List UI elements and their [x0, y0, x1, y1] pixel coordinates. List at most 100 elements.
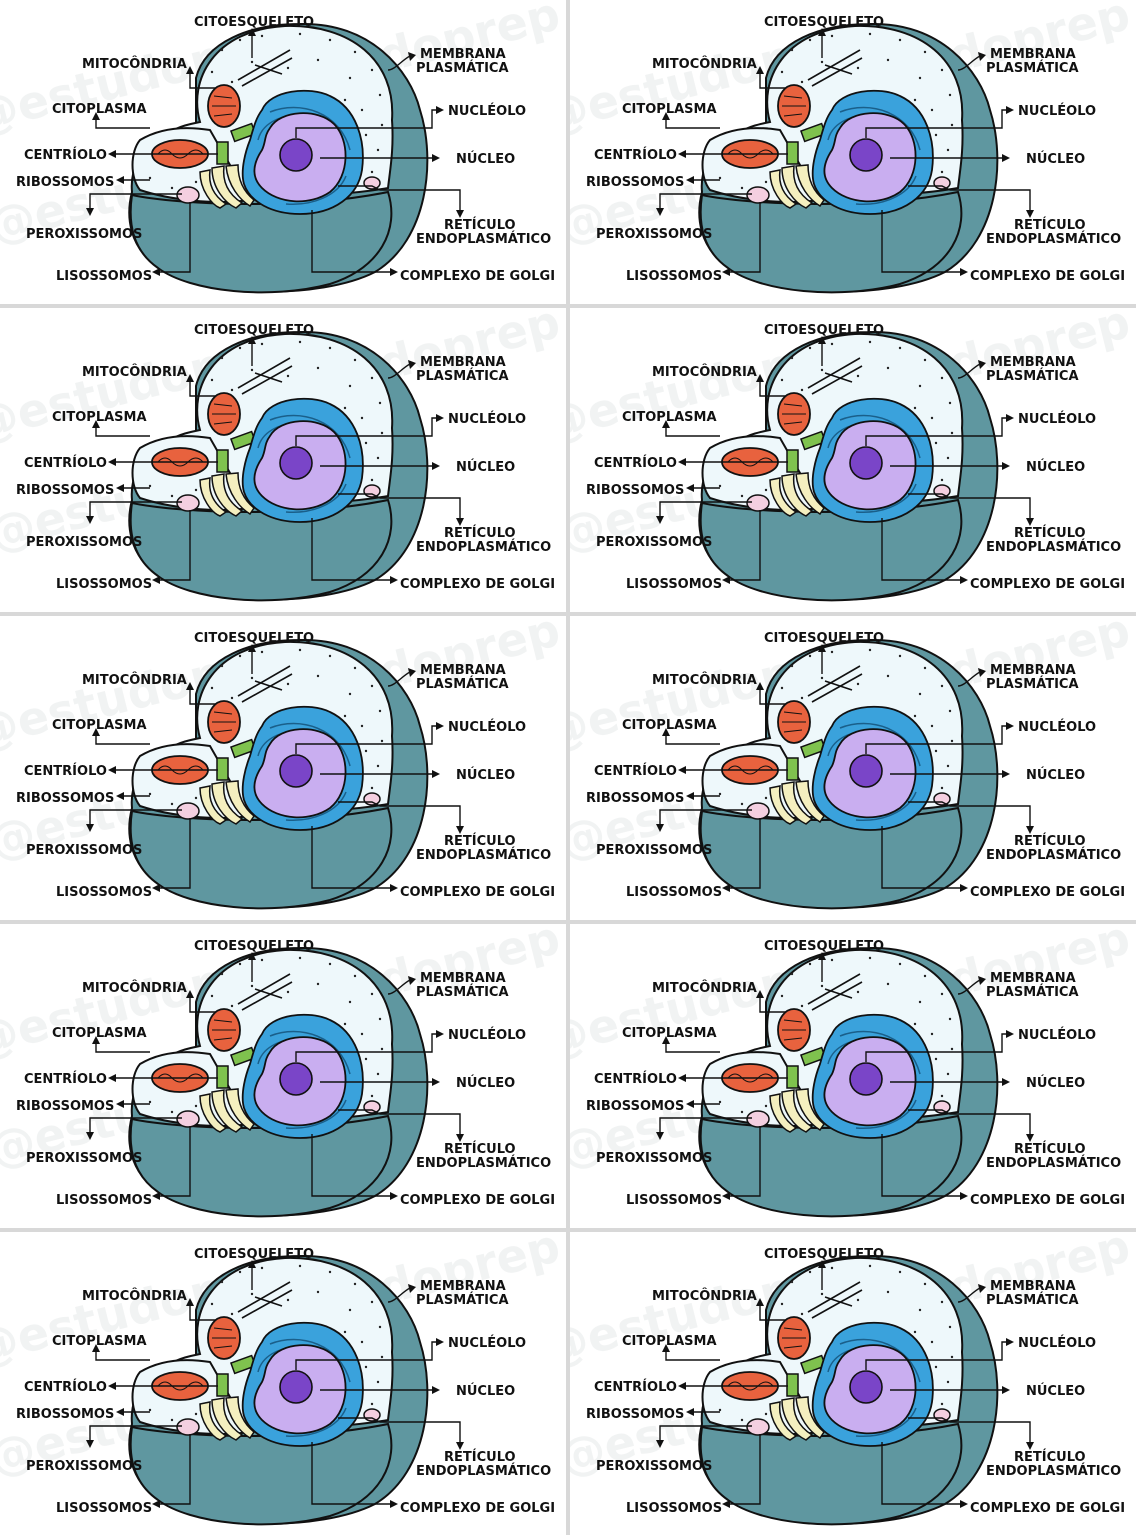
animal-cell-diagram: @estudoprep @estudoprep @estudoprep — [0, 308, 566, 612]
label-citoplasma: CITOPLASMA — [622, 1026, 717, 1041]
peroxisome — [934, 1409, 950, 1421]
label-mitocondria: MITOCÔNDRIA — [652, 56, 757, 72]
label-membrana: MEMBRANA — [990, 1279, 1076, 1294]
cell-diagram-card: @estudoprep @estudoprep @estudoprep — [0, 308, 566, 612]
label-plasmatica: PLASMÁTICA — [416, 1292, 509, 1308]
label-membrana: MEMBRANA — [990, 355, 1076, 370]
label-reticulo: RETÍCULO — [444, 1141, 516, 1157]
lysosome — [177, 495, 199, 511]
label-complexo-de-golgi: COMPLEXO DE GOLGI — [400, 1193, 555, 1208]
label-nucleolo: NUCLÉOLO — [1018, 1027, 1096, 1043]
label-ribossomos: RIBOSSOMOS — [586, 1407, 684, 1422]
cell-diagram-card: @estudoprep @estudoprep @estudoprep — [570, 308, 1136, 612]
label-ribossomos: RIBOSSOMOS — [586, 1099, 684, 1114]
cell-diagram-card: @estudoprep @estudoprep @estudoprep — [0, 1232, 566, 1535]
label-nucleolo: NUCLÉOLO — [1018, 1335, 1096, 1351]
label-citoesqueleto: CITOESQUELETO — [764, 1247, 884, 1262]
mitochondrion-upper — [778, 85, 810, 127]
label-mitocondria: MITOCÔNDRIA — [652, 980, 757, 996]
label-ribossomos: RIBOSSOMOS — [586, 175, 684, 190]
label-mitocondria: MITOCÔNDRIA — [652, 364, 757, 380]
label-endoplasmatico: ENDOPLASMÁTICO — [416, 539, 551, 555]
label-nucleo: NÚCLEO — [1026, 1383, 1085, 1399]
label-nucleo: NÚCLEO — [456, 151, 515, 167]
label-lisossomos: LISOSSOMOS — [626, 577, 722, 592]
label-reticulo: RETÍCULO — [1014, 1449, 1086, 1465]
label-citoplasma: CITOPLASMA — [52, 1334, 147, 1349]
label-complexo-de-golgi: COMPLEXO DE GOLGI — [400, 269, 555, 284]
label-reticulo: RETÍCULO — [444, 833, 516, 849]
label-peroxissomos: PEROXISSOMOS — [26, 843, 142, 858]
label-lisossomos: LISOSSOMOS — [626, 269, 722, 284]
nucleolus — [850, 1063, 882, 1095]
animal-cell-diagram: @estudoprep @estudoprep @estudoprep — [570, 1232, 1136, 1535]
label-endoplasmatico: ENDOPLASMÁTICO — [416, 231, 551, 247]
nucleolus — [280, 447, 312, 479]
label-citoplasma: CITOPLASMA — [622, 718, 717, 733]
label-nucleo: NÚCLEO — [456, 459, 515, 475]
label-endoplasmatico: ENDOPLASMÁTICO — [416, 1155, 551, 1171]
label-mitocondria: MITOCÔNDRIA — [82, 1288, 187, 1304]
label-citoplasma: CITOPLASMA — [622, 1334, 717, 1349]
nucleolus — [850, 1371, 882, 1403]
animal-cell-diagram: @estudoprep @estudoprep @estudoprep — [570, 308, 1136, 612]
label-lisossomos: LISOSSOMOS — [56, 577, 152, 592]
label-endoplasmatico: ENDOPLASMÁTICO — [416, 1463, 551, 1479]
label-complexo-de-golgi: COMPLEXO DE GOLGI — [970, 885, 1125, 900]
label-mitocondria: MITOCÔNDRIA — [82, 672, 187, 688]
label-endoplasmatico: ENDOPLASMÁTICO — [986, 1155, 1121, 1171]
nucleolus — [280, 755, 312, 787]
label-centriolo: CENTRÍOLO — [24, 147, 107, 163]
label-lisossomos: LISOSSOMOS — [56, 1193, 152, 1208]
label-citoplasma: CITOPLASMA — [622, 410, 717, 425]
label-plasmatica: PLASMÁTICA — [986, 60, 1079, 76]
label-complexo-de-golgi: COMPLEXO DE GOLGI — [400, 885, 555, 900]
peroxisome — [934, 485, 950, 497]
peroxisome — [364, 485, 380, 497]
label-citoplasma: CITOPLASMA — [52, 718, 147, 733]
label-lisossomos: LISOSSOMOS — [56, 1501, 152, 1516]
peroxisome — [364, 1409, 380, 1421]
label-nucleolo: NUCLÉOLO — [448, 411, 526, 427]
lysosome — [177, 187, 199, 203]
label-peroxissomos: PEROXISSOMOS — [26, 1151, 142, 1166]
label-complexo-de-golgi: COMPLEXO DE GOLGI — [970, 1501, 1125, 1516]
label-complexo-de-golgi: COMPLEXO DE GOLGI — [970, 577, 1125, 592]
label-plasmatica: PLASMÁTICA — [986, 984, 1079, 1000]
label-centriolo: CENTRÍOLO — [594, 147, 677, 163]
cell-diagram-card: @estudoprep @estudoprep @estudoprep — [570, 0, 1136, 304]
label-nucleolo: NUCLÉOLO — [448, 103, 526, 119]
label-citoplasma: CITOPLASMA — [52, 1026, 147, 1041]
label-centriolo: CENTRÍOLO — [24, 1379, 107, 1395]
lysosome — [747, 495, 769, 511]
nucleolus — [850, 139, 882, 171]
nucleolus — [280, 1371, 312, 1403]
label-centriolo: CENTRÍOLO — [594, 763, 677, 779]
label-centriolo: CENTRÍOLO — [594, 455, 677, 471]
label-centriolo: CENTRÍOLO — [24, 455, 107, 471]
label-complexo-de-golgi: COMPLEXO DE GOLGI — [400, 1501, 555, 1516]
peroxisome — [934, 177, 950, 189]
label-centriolo: CENTRÍOLO — [594, 1379, 677, 1395]
label-nucleolo: NUCLÉOLO — [448, 1335, 526, 1351]
label-centriolo: CENTRÍOLO — [24, 763, 107, 779]
label-lisossomos: LISOSSOMOS — [626, 1501, 722, 1516]
label-nucleo: NÚCLEO — [456, 1383, 515, 1399]
animal-cell-diagram: @estudoprep @estudoprep @estudoprep — [0, 616, 566, 920]
label-nucleo: NÚCLEO — [456, 1075, 515, 1091]
label-ribossomos: RIBOSSOMOS — [586, 483, 684, 498]
label-ribossomos: RIBOSSOMOS — [16, 791, 114, 806]
animal-cell-diagram: @estudoprep @estudoprep @estudoprep — [570, 0, 1136, 304]
label-peroxissomos: PEROXISSOMOS — [596, 1459, 712, 1474]
mitochondrion-upper — [778, 701, 810, 743]
label-ribossomos: RIBOSSOMOS — [16, 175, 114, 190]
peroxisome — [364, 177, 380, 189]
cell-diagram-card: @estudoprep @estudoprep @estudoprep — [0, 616, 566, 920]
label-nucleolo: NUCLÉOLO — [1018, 719, 1096, 735]
nucleolus — [850, 755, 882, 787]
label-plasmatica: PLASMÁTICA — [986, 676, 1079, 692]
label-plasmatica: PLASMÁTICA — [416, 676, 509, 692]
label-peroxissomos: PEROXISSOMOS — [596, 843, 712, 858]
mitochondrion-upper — [208, 1317, 240, 1359]
label-lisossomos: LISOSSOMOS — [626, 1193, 722, 1208]
